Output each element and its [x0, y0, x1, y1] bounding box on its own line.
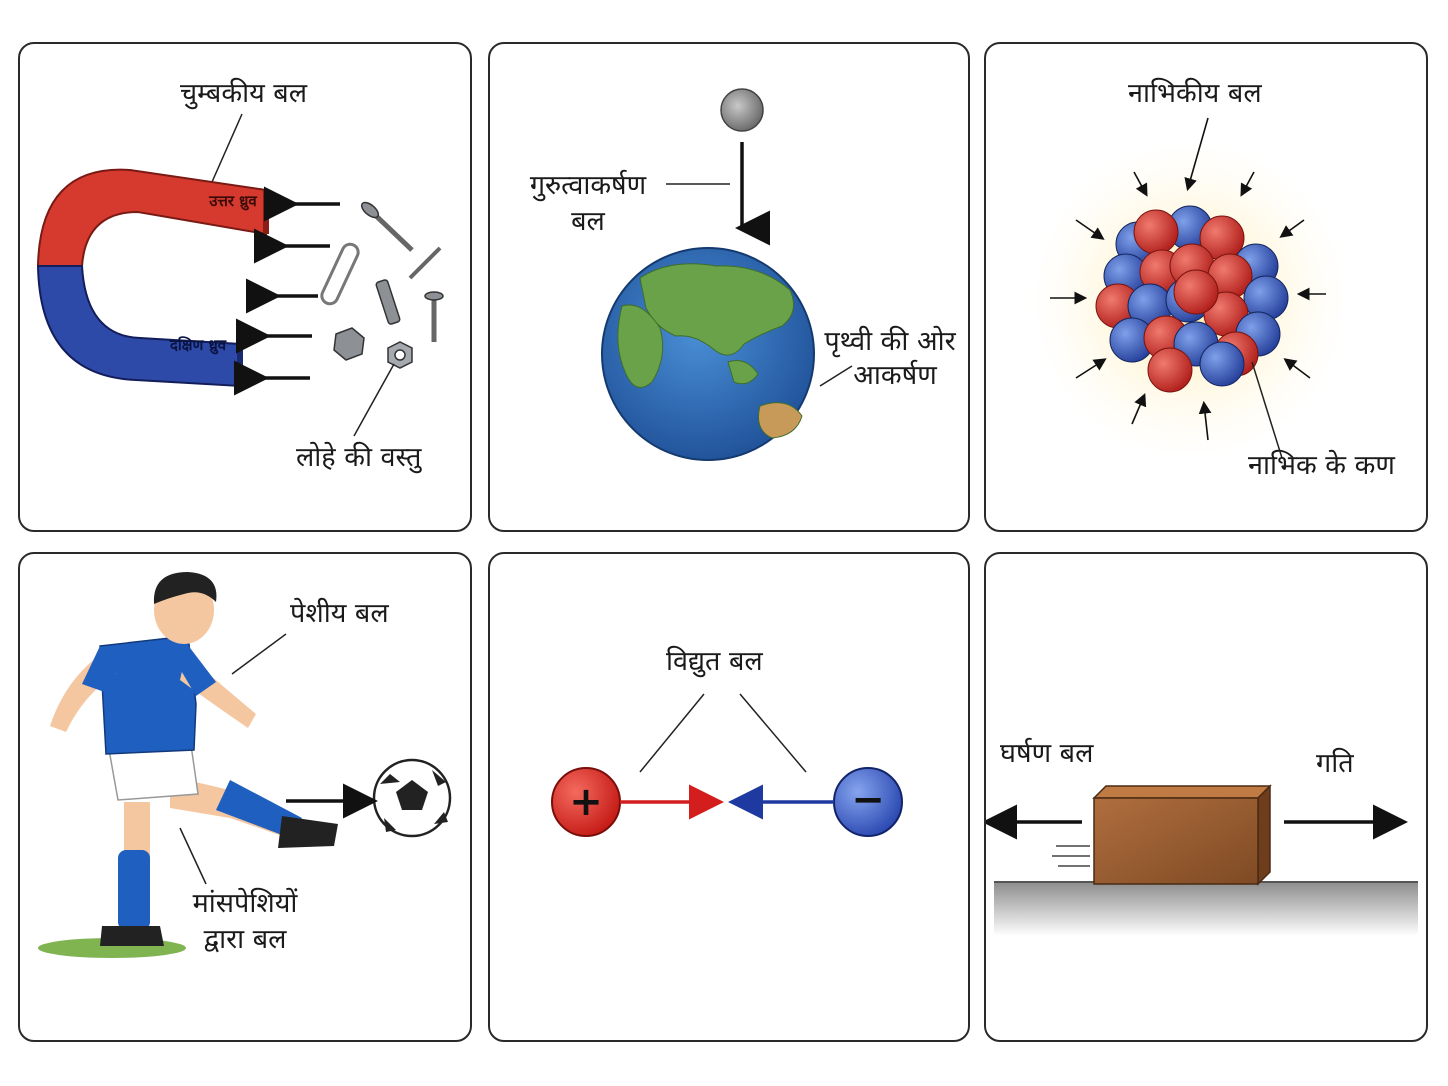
title-leader-line [211, 113, 243, 183]
muscles-line1: मांसपेशियों [192, 888, 298, 919]
south-pole-label: दक्षिण ध्रुव [169, 336, 227, 354]
attraction-leader-line [819, 365, 853, 387]
plus-sign: + [569, 779, 603, 825]
magnet-south-arm [36, 265, 241, 388]
title-leader-right [739, 693, 807, 773]
panel-nuclear-force: नाभिकीय बल नाभिक के कण [984, 42, 1428, 532]
gravity-title-line1: गुरुत्वाकर्षण [529, 170, 647, 201]
nucleus-particles-label: नाभिक के कण [1248, 450, 1395, 481]
panel-gravitational-force: गुरुत्वाकर्षण बल पृथ्वी की ओर आकर्षण [488, 42, 970, 532]
nuclear-illustration [1030, 117, 1350, 460]
panel-magnetic-force: चुम्बकीय बल उत्तर ध्रुव दक्षिण ध्रुव लोह… [18, 42, 472, 532]
north-pole-label: उत्तर ध्रुव [209, 192, 257, 210]
bolt-icon [333, 327, 365, 361]
nail-icon [370, 210, 414, 252]
title-leader-left [639, 693, 705, 773]
earth-land [617, 263, 803, 439]
magnetic-force-title: चुम्बकीय बल [180, 78, 308, 109]
attraction-line2: आकर्षण [853, 360, 937, 391]
muscular-illustration [38, 572, 452, 958]
title-leader-line [231, 633, 287, 675]
nuclear-force-title: नाभिकीय बल [1128, 78, 1262, 109]
friction-illustration [986, 784, 1418, 936]
wooden-block [1092, 784, 1272, 886]
falling-object [720, 88, 764, 132]
gravity-title-line2: बल [571, 206, 605, 237]
nail-icon [408, 246, 442, 280]
electric-illustration [551, 693, 903, 837]
pin-icon [375, 279, 401, 325]
panel-electric-force: विद्युत बल + − [488, 552, 970, 1042]
muscles-leader-line [179, 827, 207, 885]
boy-kicking [50, 572, 338, 946]
objects-leader-line [353, 363, 395, 437]
particles-leader-line [1251, 361, 1283, 459]
football-icon [372, 758, 452, 838]
iron-objects-label: लोहे की वस्तु [296, 442, 422, 473]
motion-label: गति [1316, 748, 1354, 779]
electric-force-title: विद्युत बल [666, 646, 763, 677]
gravity-illustration [601, 88, 853, 461]
proton [1147, 347, 1193, 393]
iron-objects [320, 201, 444, 369]
attraction-line1: पृथ्वी की ओर [824, 326, 956, 357]
friction-force-label: घर्षण बल [1000, 738, 1094, 769]
proton [1173, 269, 1219, 315]
motion-lines [1052, 845, 1090, 867]
nucleus-particles [1095, 205, 1289, 393]
muscles-line2: द्वारा बल [203, 924, 287, 955]
panel-muscular-force: पेशीय बल मांसपेशियों द्वारा बल [18, 552, 472, 1042]
magnet-north-arm [36, 168, 267, 267]
minus-sign: − [851, 777, 885, 823]
proton [1133, 209, 1179, 255]
panel-friction-force: घर्षण बल गति [984, 552, 1428, 1042]
muscular-force-title: पेशीय बल [290, 598, 389, 629]
neutron [1199, 341, 1245, 387]
paperclip-icon [320, 242, 360, 306]
magnetic-illustration [36, 113, 444, 437]
ground-surface [994, 882, 1418, 936]
